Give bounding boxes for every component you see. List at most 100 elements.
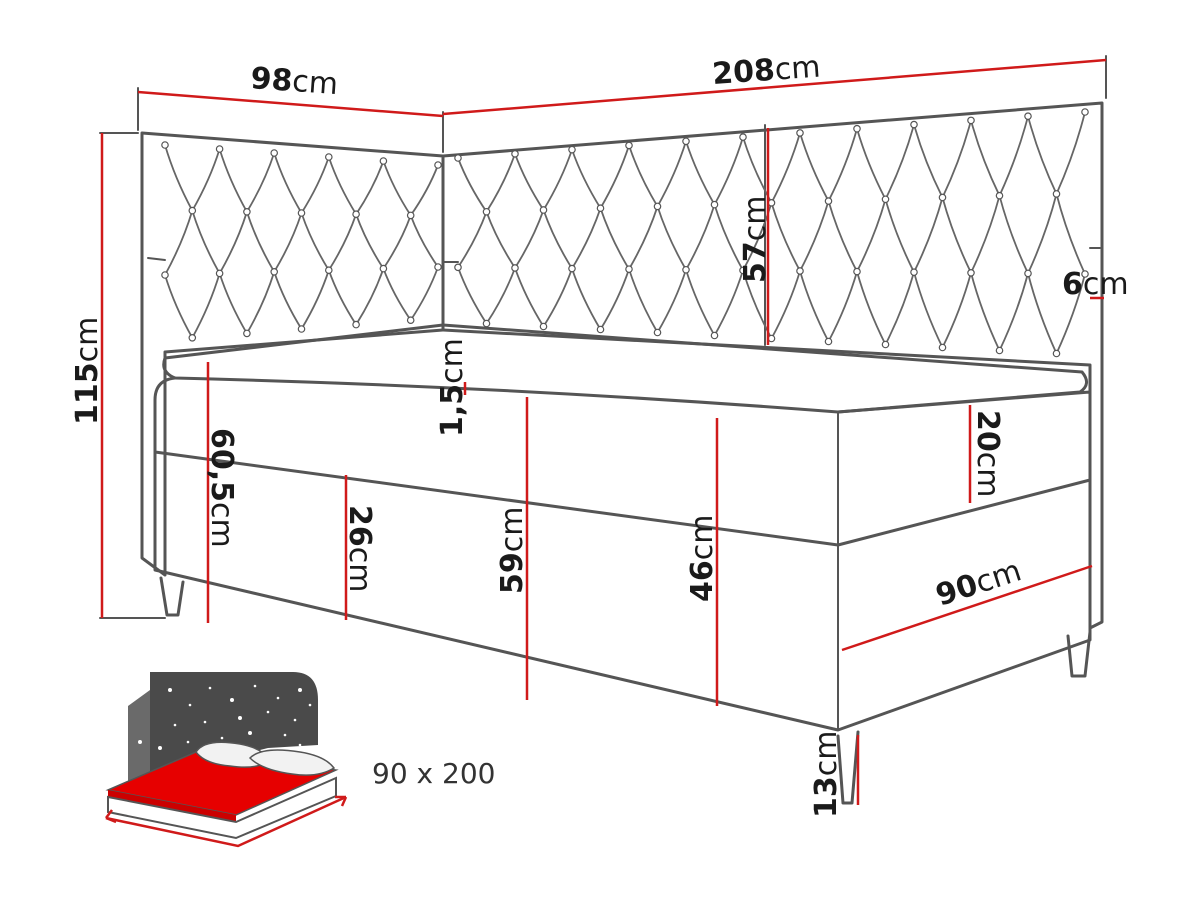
tuft-seam <box>799 132 830 202</box>
star <box>186 740 190 744</box>
tuft-button <box>1081 270 1089 278</box>
tuft-button <box>511 150 519 158</box>
back-headboard <box>441 101 1104 630</box>
tuft-seam <box>300 212 330 271</box>
tuft-button <box>967 116 975 125</box>
tuft-button <box>625 265 633 273</box>
star <box>230 698 234 702</box>
tuft-seam <box>913 271 944 348</box>
tuft-button <box>434 263 442 271</box>
tuft-seam <box>164 144 194 212</box>
star <box>308 703 312 707</box>
tuft-seam <box>856 199 887 272</box>
leg-back-right <box>1066 630 1092 678</box>
tuft-seam <box>884 124 915 200</box>
tuft-button <box>938 193 947 202</box>
tuft-seam <box>542 268 573 327</box>
tuft-seam <box>970 120 1001 197</box>
label-total-height: 115cm <box>70 317 105 425</box>
tuft-button <box>568 264 576 273</box>
tuft-seam <box>246 211 275 273</box>
tuft-button <box>243 329 251 338</box>
label-topper: 1,5cm <box>435 338 470 437</box>
dimension-labels: 98cm 208cm 115cm 57cm 6cm 1,5cm 20cm 60,… <box>70 50 1129 818</box>
tuft-button <box>406 211 415 220</box>
tuft-button <box>767 334 776 343</box>
tuft-seam <box>913 124 944 198</box>
tuft-button <box>910 268 918 276</box>
tuft-seam <box>485 153 516 213</box>
tuft-seam <box>273 271 303 330</box>
tuft-button <box>995 191 1004 200</box>
tuft-seam <box>685 204 716 271</box>
tuft-seam <box>218 148 248 213</box>
tuft-seam <box>713 136 744 206</box>
mattress-top <box>162 323 1088 414</box>
tuft-seam <box>941 272 972 348</box>
tuft-seam <box>1055 193 1086 275</box>
tuft-button <box>188 333 197 342</box>
tuft-seam <box>856 271 887 345</box>
tuft-button <box>910 120 918 129</box>
tuft-button <box>739 266 747 275</box>
dim-line-width-long <box>442 58 1107 116</box>
tuft-seam <box>382 215 412 270</box>
tuft-seam <box>998 195 1029 274</box>
tuft-seam <box>191 210 221 274</box>
star <box>276 696 280 700</box>
tuft-seam <box>514 209 545 269</box>
tuft-button <box>352 210 360 219</box>
tuft-button <box>511 264 519 272</box>
tuft-seam <box>409 266 439 321</box>
dim-line-bed-width <box>841 564 1093 652</box>
size-label: 90 x 200 <box>372 757 495 790</box>
star <box>253 684 257 688</box>
tuft-seam <box>941 197 972 274</box>
leg-front-right <box>836 730 860 805</box>
tuft-button <box>161 271 169 279</box>
tuft-seam <box>457 211 488 268</box>
side-headboard-tufting <box>161 141 442 342</box>
tuft-seam <box>628 206 659 270</box>
tuft-seam <box>1027 115 1058 195</box>
bed-drawing <box>140 101 1104 805</box>
tuft-button <box>270 267 279 276</box>
tuft-button <box>824 197 833 205</box>
star <box>158 746 162 750</box>
leg-front-left <box>159 576 185 617</box>
star <box>168 688 172 692</box>
tuft-seam <box>742 202 773 271</box>
tuft-seam <box>300 156 330 214</box>
tuft-seam <box>799 270 830 342</box>
tuft-seam <box>327 269 357 326</box>
tuft-button <box>1052 349 1061 358</box>
tuft-button <box>539 206 548 214</box>
tuft-seam <box>355 213 385 270</box>
tuft-seam <box>457 267 488 324</box>
tuft-seam <box>656 206 687 271</box>
tuft-seam <box>409 215 439 268</box>
tuft-seam <box>1055 273 1086 354</box>
tuft-seam <box>571 207 602 270</box>
tuft-seam <box>1027 193 1058 274</box>
star <box>248 731 252 735</box>
label-width-long: 208cm <box>711 50 822 92</box>
tuft-button <box>454 154 462 162</box>
tuft-button <box>710 331 719 340</box>
tuft-seam <box>998 273 1029 351</box>
icon-mattress-front <box>108 790 236 822</box>
tuft-button <box>270 149 279 157</box>
star <box>298 743 302 747</box>
label-headboard-height: 57cm <box>738 196 773 283</box>
tuft-button <box>482 319 491 328</box>
tuft-button <box>297 209 306 217</box>
star <box>238 716 242 720</box>
star <box>293 718 297 722</box>
tuft-seam <box>884 271 915 345</box>
tuft-button <box>995 346 1004 355</box>
size-icon: 90 x 200 <box>105 672 495 848</box>
star <box>298 688 302 692</box>
tuft-button <box>967 268 975 277</box>
tuft-seam <box>246 271 276 334</box>
